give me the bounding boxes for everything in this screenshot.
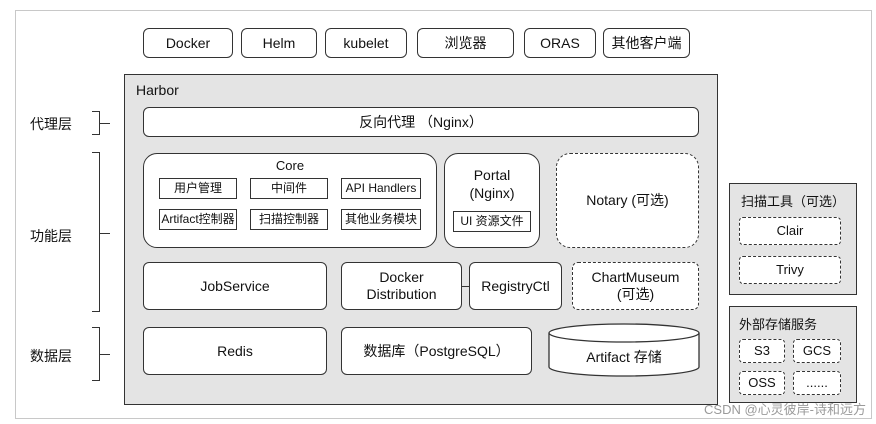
- watermark: CSDN @心灵彼岸-诗和远方: [704, 402, 866, 417]
- bracket-tick-data: [100, 354, 110, 355]
- database-postgresql: 数据库（PostgreSQL）: [341, 327, 532, 375]
- storage-more: ......: [793, 371, 841, 395]
- jobservice: JobService: [143, 262, 327, 310]
- client-browser: 浏览器: [417, 28, 514, 58]
- storage-gcs: GCS: [793, 339, 841, 363]
- core-item-scan-controller: 扫描控制器: [250, 209, 328, 230]
- client-other: 其他客户端: [603, 28, 690, 58]
- layer-label-function: 功能层: [30, 228, 72, 244]
- layer-label-proxy: 代理层: [30, 116, 72, 132]
- bracket-function: [92, 152, 100, 312]
- reverse-proxy: 反向代理 （Nginx）: [143, 107, 699, 137]
- storage-oss: OSS: [739, 371, 785, 395]
- artifact-storage-label: Artifact 存储: [586, 349, 662, 365]
- portal-subtitle: (Nginx): [469, 185, 515, 201]
- bracket-proxy: [92, 111, 100, 135]
- client-docker: Docker: [143, 28, 233, 58]
- portal-title: Portal: [473, 167, 511, 183]
- client-helm: Helm: [241, 28, 317, 58]
- chartmuseum-optional: ChartMuseum (可选): [572, 262, 699, 310]
- distribution-registryctl-link: [462, 286, 469, 287]
- external-storage-title: 外部存储服务: [739, 317, 818, 332]
- docker-distribution-line2: Distribution: [366, 286, 437, 302]
- bracket-tick-function: [100, 233, 110, 234]
- scanner-trivy: Trivy: [739, 256, 841, 284]
- docker-distribution: Docker Distribution: [341, 262, 462, 310]
- layer-label-data: 数据层: [30, 348, 72, 364]
- core-title: Core: [275, 158, 305, 173]
- artifact-storage-cylinder: [548, 323, 700, 377]
- redis: Redis: [143, 327, 327, 375]
- core-item-artifact-controller: Artifact控制器: [159, 209, 237, 230]
- bracket-tick-proxy: [100, 123, 110, 124]
- harbor-title: Harbor: [136, 82, 179, 98]
- figure-frame: [15, 10, 872, 419]
- notary-optional: Notary (可选): [556, 153, 699, 248]
- portal-box: [444, 153, 540, 248]
- client-kubelet: kubelet: [325, 28, 407, 58]
- client-oras: ORAS: [524, 28, 596, 58]
- core-item-middleware: 中间件: [250, 178, 328, 199]
- chartmuseum-line2: (可选): [616, 286, 655, 302]
- core-item-other-modules: 其他业务模块: [341, 209, 421, 230]
- scanners-title: 扫描工具（可选）: [741, 194, 846, 209]
- core-box: [143, 153, 437, 248]
- docker-distribution-line1: Docker: [379, 269, 424, 286]
- core-item-user-management: 用户管理: [159, 178, 237, 199]
- storage-s3: S3: [739, 339, 785, 363]
- portal-ui-resources: UI 资源文件: [453, 211, 531, 232]
- bracket-data: [92, 327, 100, 381]
- chartmuseum-line1: ChartMuseum: [591, 269, 680, 286]
- registryctl: RegistryCtl: [469, 262, 562, 310]
- scanner-clair: Clair: [739, 217, 841, 245]
- core-item-api-handlers: API Handlers: [341, 178, 421, 199]
